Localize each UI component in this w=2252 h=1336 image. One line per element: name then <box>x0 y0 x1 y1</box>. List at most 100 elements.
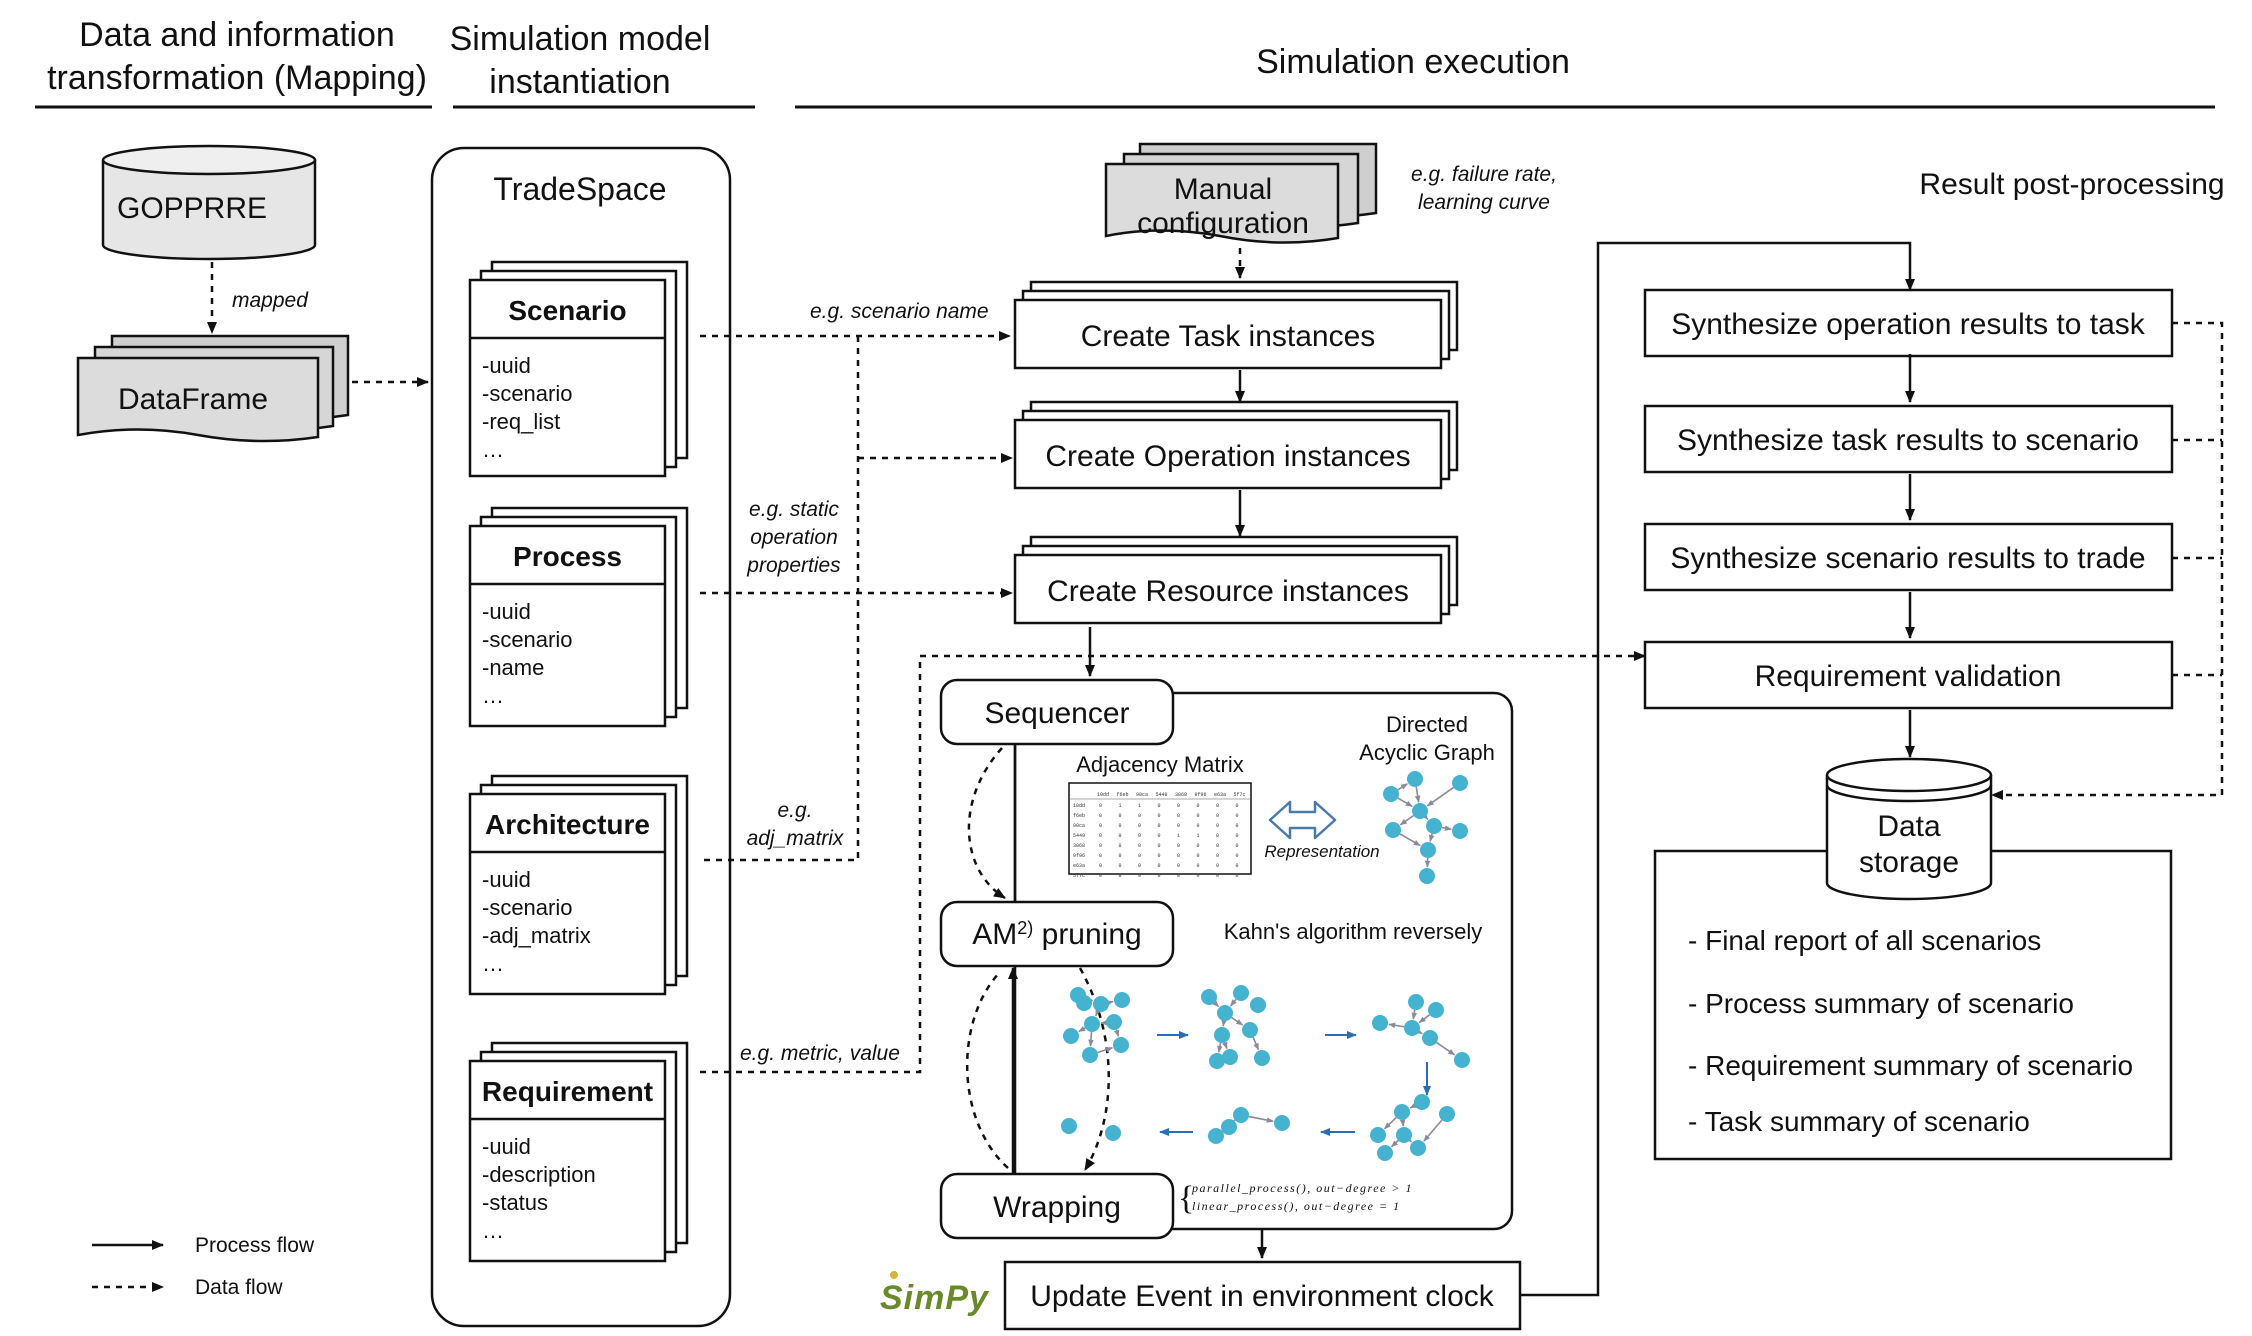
tradespace-container <box>430 146 732 1328</box>
kahn-step-4 <box>1370 1094 1455 1161</box>
post-step-label: Synthesize task results to scenario <box>1677 424 2139 457</box>
matrix-cell: 0 <box>1158 833 1161 839</box>
matrix-cell: 1 <box>1177 833 1180 839</box>
graph-node <box>1408 994 1424 1010</box>
graph-node <box>1407 771 1423 787</box>
sequencer-to-pruning-dataflow <box>967 747 1006 900</box>
class-attribute: … <box>482 683 504 708</box>
matrix-col-header: 3068 <box>1175 792 1187 798</box>
graph-node <box>1412 803 1428 819</box>
graph-node <box>1233 1107 1249 1123</box>
matrix-col-header: 5f7c <box>1234 792 1246 798</box>
matrix-row-header: 3068 <box>1073 843 1085 849</box>
report-item: - Task summary of scenario <box>1688 1106 2030 1137</box>
graph-node <box>1114 992 1130 1008</box>
class-box-1: Process-uuid-scenario-name… <box>468 506 689 728</box>
matrix-row-header: e63a <box>1073 863 1085 869</box>
dag-title-line2: Acyclic Graph <box>1359 740 1495 765</box>
header-execution: Simulation execution <box>1256 43 1570 81</box>
graph-node <box>1061 1118 1077 1134</box>
storage-line1: Data <box>1877 810 1941 843</box>
matrix-cell: 0 <box>1099 803 1102 809</box>
graph-node <box>1113 1037 1129 1053</box>
update-event-label: Update Event in environment clock <box>1030 1280 1495 1313</box>
sequencer-box <box>939 678 1175 746</box>
matrix-cell: 0 <box>1138 833 1141 839</box>
am-pruning-label: AM2) pruning <box>972 918 1141 951</box>
matrix-cell: 0 <box>1158 823 1161 829</box>
graph-node <box>1221 1119 1237 1135</box>
graph-node <box>1201 989 1217 1005</box>
graph-node <box>1385 822 1401 838</box>
graph-node <box>1377 1145 1393 1161</box>
formula-brace: { <box>1178 1180 1194 1217</box>
dataframe-document: DataFrame <box>76 334 350 443</box>
class-attribute: -name <box>482 655 544 680</box>
matrix-cell: 0 <box>1119 833 1122 839</box>
class-boxes: Scenario-uuid-scenario-req_list…Process-… <box>468 260 689 1263</box>
matrix-cell: 0 <box>1119 843 1122 849</box>
graph-node <box>1428 1002 1444 1018</box>
post-step-1: Synthesize task results to scenario <box>1643 404 2174 474</box>
matrix-cell: 0 <box>1119 853 1122 859</box>
matrix-cell: 1 <box>1197 833 1200 839</box>
matrix-cell: 0 <box>1099 853 1102 859</box>
matrix-cell: 0 <box>1197 843 1200 849</box>
matrix-cell: 0 <box>1119 873 1122 879</box>
graph-node <box>1105 1125 1121 1141</box>
graph-node <box>1217 1005 1233 1021</box>
matrix-cell: 1 <box>1119 803 1122 809</box>
matrix-cell: 0 <box>1197 863 1200 869</box>
matrix-cell: 0 <box>1158 863 1161 869</box>
matrix-cell: 0 <box>1158 873 1161 879</box>
graph-node <box>1410 1140 1426 1156</box>
matrix-cell: 0 <box>1119 823 1122 829</box>
graph-node <box>1254 1050 1270 1066</box>
graph-node <box>1404 1020 1420 1036</box>
matrix-cell: 0 <box>1177 863 1180 869</box>
class-attribute: -uuid <box>482 599 531 624</box>
sequencer-label: Sequencer <box>984 697 1129 730</box>
goppre-label: GOPPRRE <box>117 192 267 225</box>
wrapping-box <box>939 1172 1175 1240</box>
matrix-col-header: 9f96 <box>1195 792 1207 798</box>
matrix-row-header: 90ca <box>1073 823 1085 829</box>
matrix-cell: 0 <box>1236 833 1239 839</box>
matrix-cell: 0 <box>1197 853 1200 859</box>
header-instantiation-line2: instantiation <box>489 63 670 101</box>
graph-node <box>1106 1014 1122 1030</box>
note-failure-line2: learning curve <box>1418 191 1550 214</box>
create-resource-label: Create Resource instances <box>1047 575 1409 608</box>
graph-node <box>1422 1030 1438 1046</box>
storage-line2: storage <box>1859 846 1959 879</box>
graph-node <box>1420 842 1436 858</box>
tradespace-title: TradeSpace <box>493 171 666 207</box>
manual-config-line1: Manual <box>1174 173 1272 206</box>
matrix-cell: 0 <box>1216 813 1219 819</box>
kahn-step-3 <box>1372 994 1470 1068</box>
mapped-label: mapped <box>232 289 309 312</box>
matrix-cell: 0 <box>1158 813 1161 819</box>
matrix-cell: 0 <box>1138 873 1141 879</box>
create-task-label: Create Task instances <box>1081 320 1376 353</box>
note-adj-line1: e.g. <box>777 799 812 822</box>
matrix-cell: 0 <box>1138 823 1141 829</box>
matrix-cell: 0 <box>1236 823 1239 829</box>
matrix-cell: 0 <box>1177 803 1180 809</box>
matrix-col-header: e63a <box>1214 792 1226 798</box>
kahn-step-5 <box>1208 1107 1290 1144</box>
class-attribute: … <box>482 1218 504 1243</box>
note-metric-value: e.g. metric, value <box>740 1042 900 1065</box>
create-operation-box: Create Operation instances <box>1013 400 1459 490</box>
post-step-2: Synthesize scenario results to trade <box>1643 522 2174 592</box>
matrix-cell: 0 <box>1216 863 1219 869</box>
matrix-cell: 0 <box>1236 853 1239 859</box>
graph-node <box>1093 996 1109 1012</box>
am-pruning-box <box>939 900 1175 968</box>
data-storage-database: Data storage <box>1825 757 1993 901</box>
dag-title-line1: Directed <box>1386 712 1468 737</box>
matrix-cell: 0 <box>1216 853 1219 859</box>
matrix-cell: 0 <box>1158 843 1161 849</box>
class-attribute: -scenario <box>482 895 572 920</box>
